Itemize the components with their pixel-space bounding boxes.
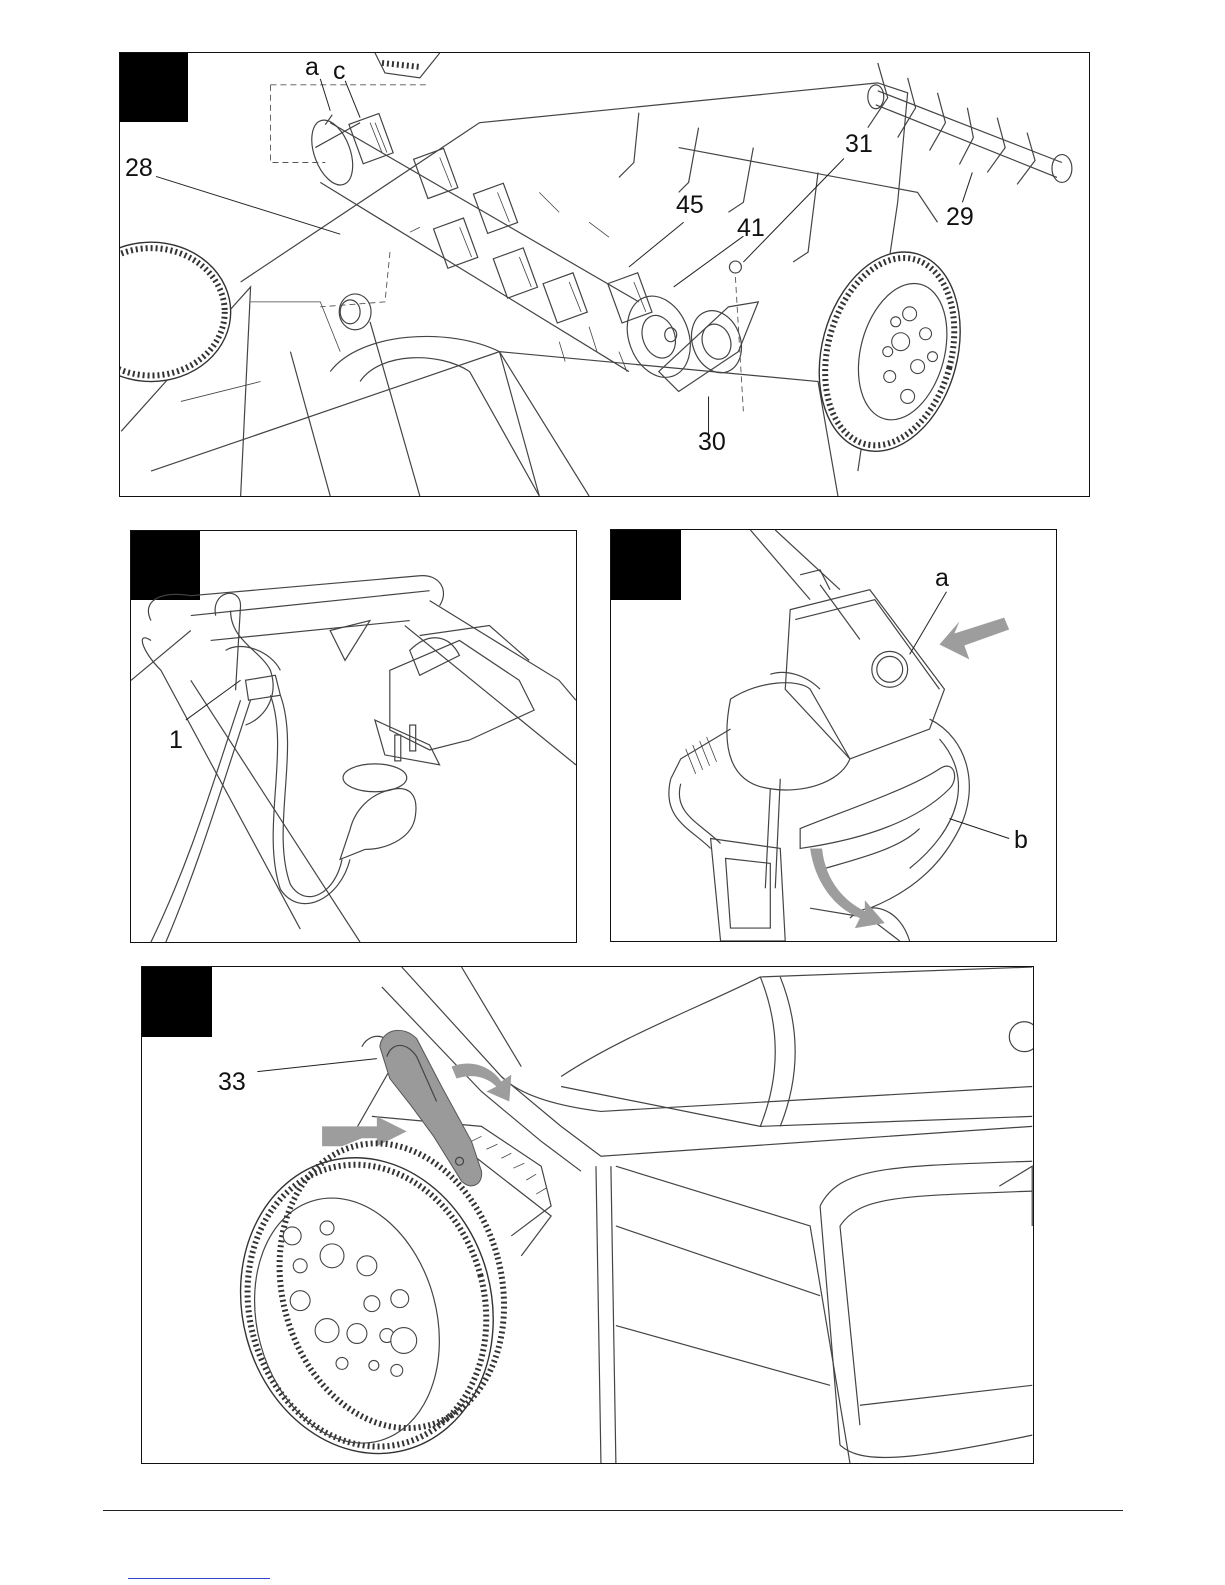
callout-1: 1: [169, 728, 183, 753]
pull-arrow: [810, 848, 885, 928]
callout-33: 33: [218, 1070, 246, 1095]
callout-28: 28: [125, 156, 153, 181]
callout-41: 41: [737, 216, 765, 241]
figure-panel-3: [610, 529, 1057, 942]
callout-45: 45: [676, 193, 704, 218]
cable-hook-illustration: [131, 531, 576, 942]
shift-arrow: [322, 1116, 407, 1146]
callout-c: c: [333, 59, 346, 84]
adjust-lever: [380, 1030, 482, 1186]
callout-29: 29: [946, 205, 974, 230]
figure-panel-4: [141, 966, 1034, 1464]
callout-b: b: [1014, 828, 1028, 853]
figure-panel-1: [119, 52, 1090, 497]
rotate-arrow: [452, 1063, 512, 1101]
callout-a: a: [935, 566, 949, 591]
footer-divider: [103, 1510, 1123, 1511]
callout-a: a: [305, 55, 319, 80]
figure-panel-2: [130, 530, 577, 943]
footer-link-underline[interactable]: [128, 1578, 270, 1579]
switch-box-illustration: [611, 530, 1056, 941]
push-arrow: [939, 618, 1009, 660]
roller-assembly-illustration: [120, 53, 1089, 496]
callout-30: 30: [698, 430, 726, 455]
height-adjust-illustration: [142, 967, 1033, 1463]
callout-31: 31: [845, 132, 873, 157]
